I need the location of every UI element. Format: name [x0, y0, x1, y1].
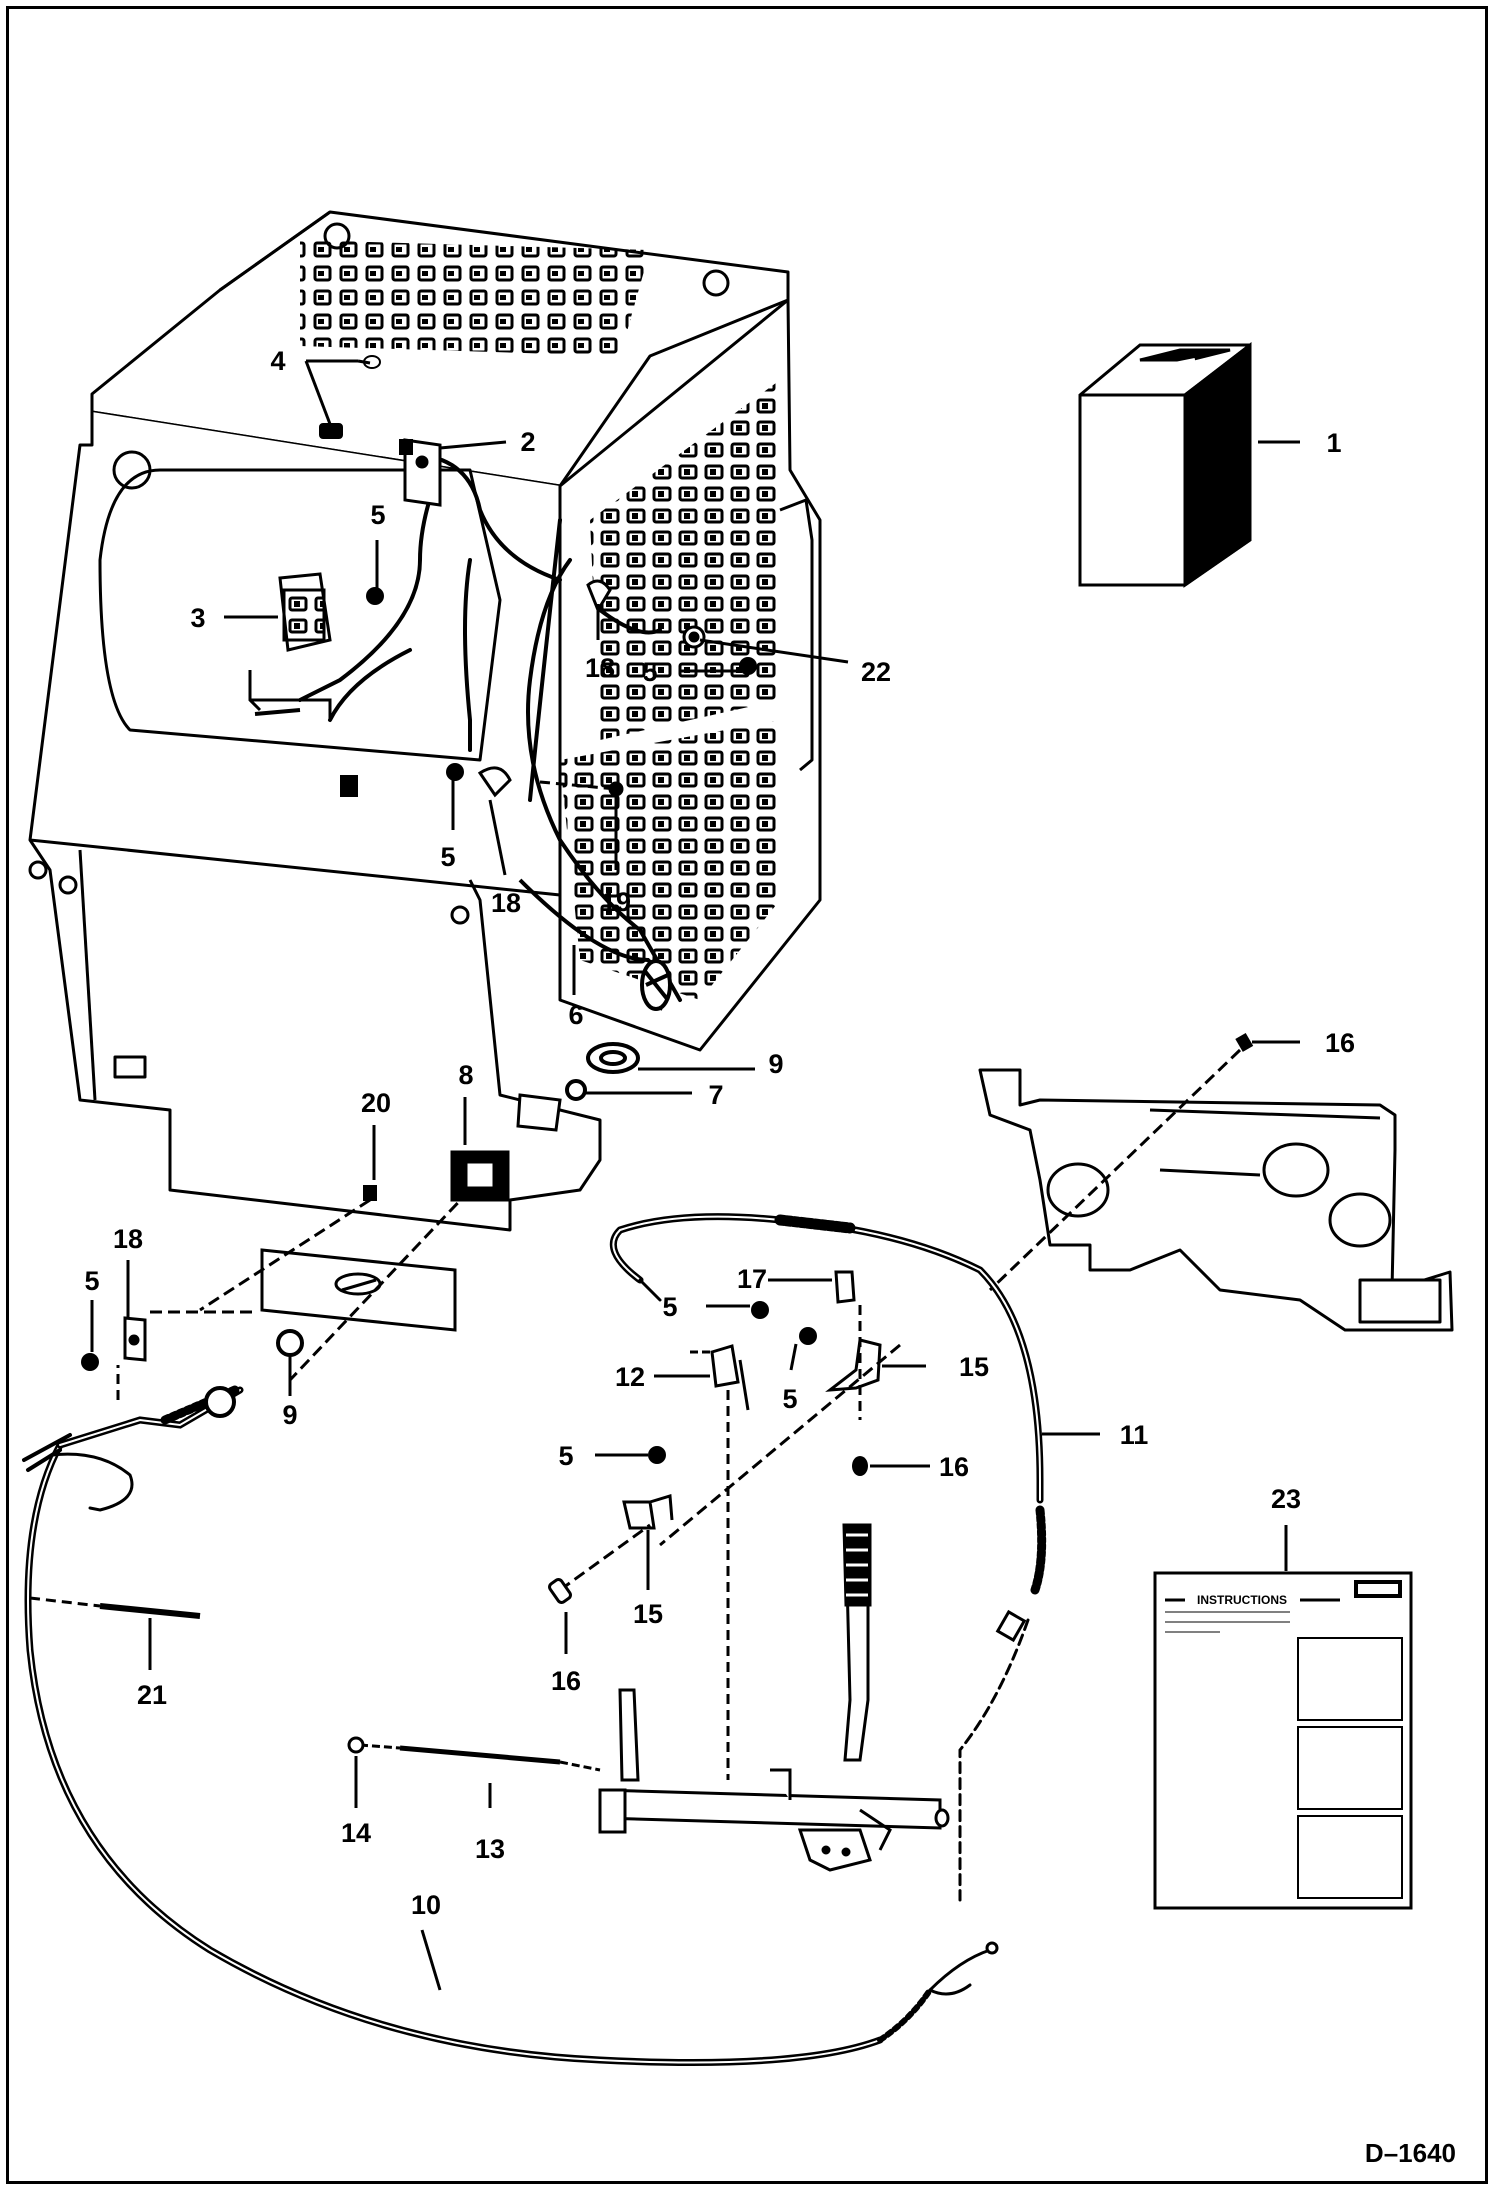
mounting-plate-assembly — [978, 1068, 1454, 1332]
callout-10: 10 — [411, 1890, 441, 1920]
callout-15-right: 15 — [959, 1352, 989, 1382]
cab-nuts — [366, 587, 757, 781]
callout-11: 11 — [1120, 1420, 1149, 1450]
callout-16-mid: 16 — [939, 1452, 969, 1482]
callout-17: 17 — [737, 1264, 767, 1294]
part-7-ring — [565, 1079, 587, 1101]
part-6-cable-end — [518, 878, 672, 1011]
callout-6: 6 — [568, 1000, 583, 1030]
callout-16-top: 16 — [1325, 1028, 1355, 1058]
part-3-regulator — [248, 572, 332, 720]
leader-dash-screw — [559, 1523, 651, 1592]
harness-screw — [340, 775, 358, 797]
throttle-lever — [842, 1523, 872, 1762]
callout-21: 21 — [137, 1680, 167, 1710]
callout-5-upper: 5 — [370, 500, 385, 530]
callout-4: 4 — [270, 346, 285, 376]
part-18-clips — [477, 579, 612, 798]
part-16-screw-lower — [548, 1578, 572, 1604]
callout-19: 19 — [601, 887, 631, 917]
cab-structure — [28, 210, 822, 1232]
part-10-cable — [22, 1385, 999, 2066]
leader-dash-bracket — [659, 1343, 901, 1547]
part-16-screw-mid — [852, 1456, 868, 1476]
figure-id: D–1640 — [1365, 2138, 1456, 2168]
part-20-screw — [363, 1185, 377, 1201]
callout-9-upper: 9 — [768, 1049, 783, 1079]
cab-wiring-harness — [298, 453, 682, 1002]
part-1-box — [1078, 341, 1252, 588]
callout-8: 8 — [458, 1060, 473, 1090]
shaft-end-clip — [934, 1808, 950, 1828]
part-16-screw-top — [988, 1032, 1254, 1292]
part-21-rod — [29, 1596, 201, 1619]
lower-left-plate — [260, 1248, 457, 1332]
page-border — [6, 6, 1488, 2184]
part-5-nut-lower-left — [81, 1353, 99, 1371]
part-9-grommet-lower — [276, 1329, 304, 1357]
callout-5-right: 5 — [782, 1384, 797, 1414]
callout-23: 23 — [1271, 1484, 1301, 1514]
part-9-grommet-upper — [586, 1042, 640, 1074]
callout-5-lowerleft: 5 — [84, 1266, 99, 1296]
callout-15-left: 15 — [633, 1599, 663, 1629]
part-23-instruction-decal — [1153, 1571, 1413, 1910]
leader-dash-20 — [199, 1198, 371, 1312]
callout-20: 20 — [361, 1088, 391, 1118]
part-15-bracket-right — [825, 1338, 882, 1392]
callout-18-mid: 18 — [491, 888, 521, 918]
part-15-bracket-left — [622, 1494, 674, 1530]
part-18-lower-bracket — [123, 1316, 147, 1362]
leader-lines — [90, 359, 1300, 1991]
pedal-shaft-assembly — [598, 1688, 942, 1872]
callout-18-upper: 18 — [585, 653, 615, 683]
callout-5-centerleft: 5 — [558, 1441, 573, 1471]
linkage-nuts — [648, 1301, 817, 1464]
part-2-bracket — [403, 438, 442, 507]
part-8-cover — [450, 1093, 562, 1202]
callout-18-lower: 18 — [113, 1224, 143, 1254]
callout-1: 1 — [1326, 428, 1341, 458]
callout-9-lower: 9 — [282, 1400, 297, 1430]
callout-13: 13 — [475, 1834, 505, 1864]
callout-22: 22 — [861, 657, 891, 687]
callout-7: 7 — [708, 1080, 723, 1110]
part-12-bracket — [690, 1344, 750, 1411]
part-13-rod — [359, 1743, 601, 1772]
callout-labels: 1 2 3 4 5 5 22 18 5 18 19 6 9 7 8 20 16 … — [84, 346, 1355, 1920]
callout-3: 3 — [190, 603, 205, 633]
callout-5-center: 5 — [662, 1292, 677, 1322]
part-11-cable — [609, 1213, 1047, 1902]
part-22-washer — [682, 625, 706, 649]
callout-16-lower: 16 — [551, 1666, 581, 1696]
callout-5-middle: 5 — [642, 657, 657, 687]
part-17-clip — [834, 1270, 856, 1304]
callout-12: 12 — [615, 1362, 645, 1392]
callout-2: 2 — [520, 427, 535, 457]
cable-11-clip — [995, 1609, 1027, 1643]
part-14-clip — [347, 1736, 365, 1754]
part-4-screws — [319, 355, 413, 455]
leader-dash-8 — [288, 1188, 472, 1382]
callout-5-midleft: 5 — [440, 842, 455, 872]
decal-heading: INSTRUCTIONS — [1197, 1593, 1287, 1607]
callout-14: 14 — [341, 1818, 371, 1848]
